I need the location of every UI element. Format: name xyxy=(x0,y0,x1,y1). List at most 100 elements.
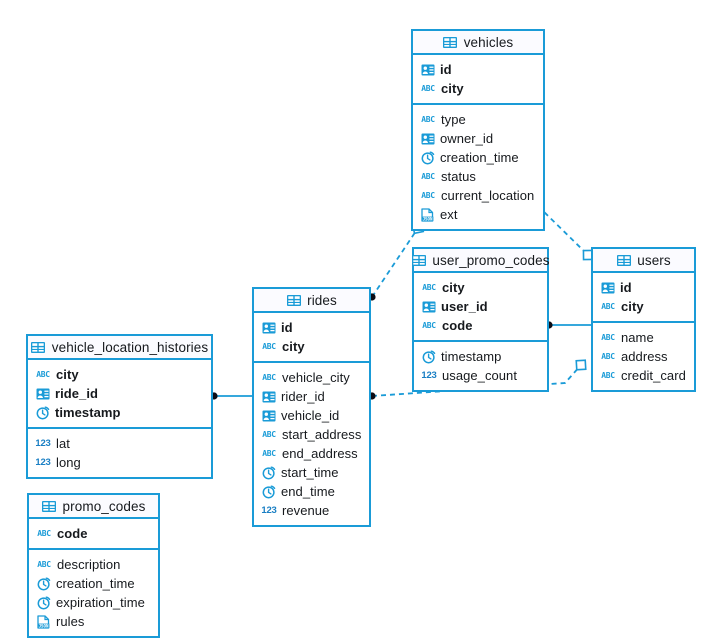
id-card-icon xyxy=(600,280,615,295)
column-name: city xyxy=(442,280,465,295)
json-icon: JSON xyxy=(36,614,51,629)
column-name: usage_count xyxy=(442,368,518,383)
abc-icon: ABC xyxy=(421,171,435,181)
abc-icon: ABC xyxy=(37,559,51,569)
table-header[interactable]: promo_codes xyxy=(29,495,158,519)
number-icon: 123 xyxy=(261,504,277,516)
table-header[interactable]: vehicle_location_histories xyxy=(28,336,211,360)
column-name: revenue xyxy=(282,503,330,518)
table-icon xyxy=(411,253,426,268)
column-name: city xyxy=(621,299,644,314)
primary-key-row[interactable]: ABC city xyxy=(593,297,694,316)
column-name: city xyxy=(441,81,464,96)
table-header[interactable]: rides xyxy=(254,289,369,313)
column-name: description xyxy=(57,557,121,572)
id-card-icon xyxy=(261,389,276,404)
column-row[interactable]: rider_id xyxy=(254,387,369,406)
abc-icon: ABC xyxy=(422,320,436,330)
primary-key-row[interactable]: id xyxy=(413,60,543,79)
id-card-icon xyxy=(420,62,435,77)
column-row[interactable]: start_time xyxy=(254,463,369,482)
primary-key-row[interactable]: user_id xyxy=(414,297,547,316)
column-row[interactable]: creation_time xyxy=(29,574,158,593)
column-name: owner_id xyxy=(440,131,494,146)
table-header[interactable]: user_promo_codes xyxy=(411,249,549,273)
id-card-icon xyxy=(261,408,276,423)
id-card-icon xyxy=(261,320,276,335)
column-row[interactable]: vehicle_id xyxy=(254,406,369,425)
relationship-user_promo_codes-to-users xyxy=(545,321,591,329)
column-row[interactable]: end_time xyxy=(254,482,369,501)
column-row[interactable]: ABC credit_card xyxy=(593,366,694,385)
table-title: vehicles xyxy=(463,34,514,50)
column-name: vehicle_id xyxy=(281,408,340,423)
primary-key-row[interactable]: id xyxy=(254,318,369,337)
abc-icon: ABC xyxy=(601,370,615,380)
column-row[interactable]: 123 revenue xyxy=(254,501,369,520)
id-card-icon xyxy=(421,299,436,314)
column-row[interactable]: owner_id xyxy=(413,129,543,148)
primary-key-row[interactable]: timestamp xyxy=(28,403,211,422)
table-header[interactable]: users xyxy=(593,249,694,273)
abc-icon: ABC xyxy=(37,528,51,538)
abc-icon: ABC xyxy=(262,448,276,458)
table-icon xyxy=(42,499,57,514)
primary-key-row[interactable]: id xyxy=(593,278,694,297)
abc-icon: ABC xyxy=(262,341,276,351)
table-icon xyxy=(31,340,46,355)
number-icon: 123 xyxy=(35,437,51,449)
clock-icon xyxy=(36,576,51,591)
column-name: type xyxy=(441,112,466,127)
table-header[interactable]: vehicles xyxy=(413,31,543,55)
primary-key-row[interactable]: ride_id xyxy=(28,384,211,403)
column-row[interactable]: creation_time xyxy=(413,148,543,167)
abc-icon: ABC xyxy=(601,301,615,311)
column-name: lat xyxy=(56,436,70,451)
abc-icon: ABC xyxy=(421,190,435,200)
column-name: creation_time xyxy=(56,576,135,591)
column-name: credit_card xyxy=(621,368,686,383)
clock-icon xyxy=(420,150,435,165)
column-row[interactable]: ABC description xyxy=(29,555,158,574)
table-title: vehicle_location_histories xyxy=(51,339,209,355)
column-name: address xyxy=(621,349,668,364)
column-row[interactable]: 123 lat xyxy=(28,434,211,453)
json-icon: JSON xyxy=(420,207,435,222)
svg-text:JSON: JSON xyxy=(423,216,433,221)
column-row[interactable]: timestamp xyxy=(414,347,547,366)
column-name: timestamp xyxy=(55,405,121,420)
column-row[interactable]: expiration_time xyxy=(29,593,158,612)
column-name: ride_id xyxy=(55,386,98,401)
